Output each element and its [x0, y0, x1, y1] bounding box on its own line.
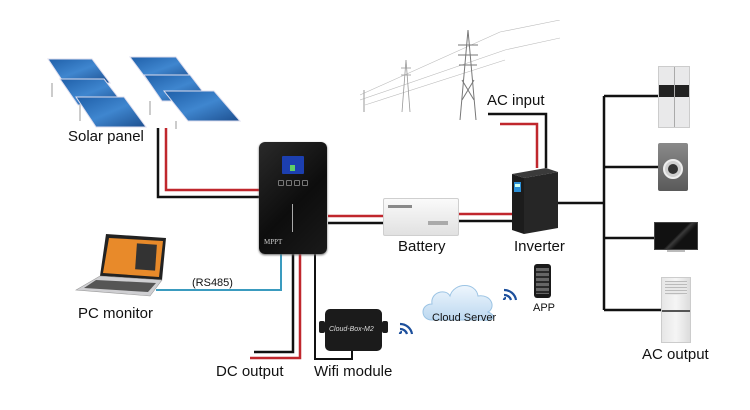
- wire-solar-positive: [164, 128, 260, 192]
- washing-machine-icon: [658, 143, 688, 191]
- controller-buttons: [278, 180, 308, 186]
- pc-monitor-laptop: [75, 234, 166, 297]
- wifi-module-label: Wifi module: [314, 363, 393, 380]
- inverter-unit: [512, 168, 558, 234]
- tower-far: [401, 59, 411, 113]
- wire-wifi-module: [314, 254, 353, 360]
- battery-label: Battery: [398, 238, 446, 255]
- rs485-label: (RS485): [192, 277, 233, 289]
- ac-input-label: AC input: [487, 92, 545, 109]
- ac-output-label: AC output: [642, 346, 709, 363]
- solar-panel-label: Solar panel: [68, 128, 144, 145]
- smartphone-app-icon: [534, 264, 551, 298]
- tower-near: [458, 29, 478, 121]
- cloud-server-icon: [422, 285, 494, 321]
- power-grid-towers: [360, 20, 560, 121]
- television-icon: [654, 222, 698, 252]
- air-conditioner-icon: [661, 277, 691, 343]
- wifi-module-name: Cloud-Box-M2: [329, 326, 374, 333]
- wire-rs485: [156, 254, 282, 291]
- wire-dc-output-positive: [250, 254, 302, 360]
- wire-ac-input-negative: [488, 112, 548, 168]
- mppt-controller: MPPT: [259, 142, 327, 254]
- refrigerator-icon: [658, 66, 690, 128]
- wire-solar-negative: [156, 128, 260, 199]
- cloud-server-label: Cloud Server: [432, 312, 497, 324]
- inverter-label: Inverter: [514, 238, 565, 255]
- wire-dc-output-negative: [254, 254, 295, 354]
- pc-monitor-label: PC monitor: [78, 305, 154, 322]
- solar-panel-group-right: [129, 56, 242, 129]
- battery: [383, 198, 459, 236]
- controller-brand-label: MPPT: [264, 238, 283, 246]
- solar-panel-array: [47, 56, 242, 129]
- wire-ac-input-positive: [500, 122, 539, 168]
- controller-display: [282, 156, 304, 174]
- wifi-signal-icon: [398, 322, 414, 335]
- solar-panel-group-left: [47, 58, 147, 128]
- wifi-module-box: Cloud-Box-M2: [319, 309, 388, 351]
- dc-output-label: DC output: [216, 363, 284, 380]
- wifi-signal-icon-cloud: [502, 288, 518, 301]
- app-label: APP: [533, 302, 556, 314]
